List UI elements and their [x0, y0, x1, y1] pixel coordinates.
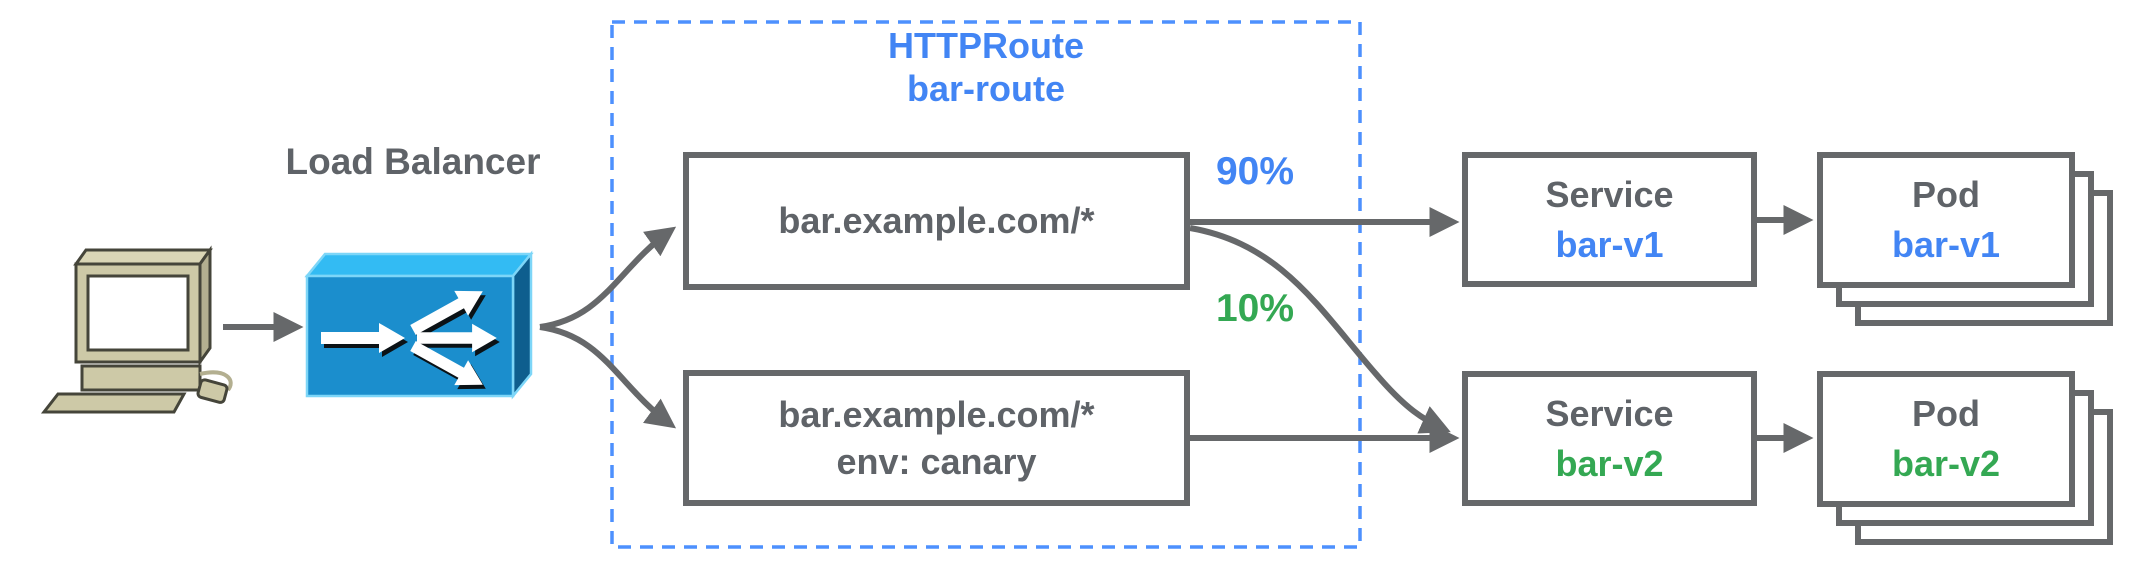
pod-2-kind: Pod	[1912, 393, 1980, 434]
desktop-computer-icon	[40, 245, 233, 414]
route-rule-2-match: bar.example.com/*	[778, 394, 1095, 435]
route-rule-1-box: bar.example.com/*	[683, 152, 1190, 290]
route-rule-1-match: bar.example.com/*	[778, 200, 1095, 241]
service-bar-v2-box: Service bar-v2	[1462, 371, 1757, 506]
pod-1-kind: Pod	[1912, 174, 1980, 215]
monitor-screen	[86, 274, 190, 352]
weight-90-label: 90%	[1215, 150, 1295, 193]
service-2-kind: Service	[1545, 392, 1674, 434]
load-balancer-fanout-icon	[304, 250, 534, 402]
service-1-kind: Service	[1545, 173, 1674, 215]
httproute-name: bar-route	[906, 68, 1065, 109]
service-bar-v1-box: Service bar-v1	[1462, 152, 1757, 287]
mouse	[196, 378, 229, 404]
weight-10-label: 10%	[1215, 287, 1295, 330]
service-2-name: bar-v2	[1555, 442, 1664, 484]
httproute-dashed-box	[610, 20, 1362, 549]
httproute-kind: HTTPRoute	[888, 25, 1084, 66]
pod-bar-v1-box: Pod bar-v1	[1817, 152, 2075, 288]
edge-lb-to-rule1	[539, 226, 677, 330]
route-rule-2-header-match: env: canary	[836, 441, 1037, 482]
httproute-title: HTTPRoute bar-route	[826, 24, 1146, 110]
mouse-cable	[199, 370, 233, 392]
pod-2-name: bar-v2	[1891, 443, 2001, 484]
edge-rule1-to-service2-10	[1189, 225, 1451, 434]
service-1-name: bar-v1	[1555, 223, 1664, 265]
pod-1-name: bar-v1	[1891, 224, 2001, 265]
edge-lb-to-rule2	[539, 324, 677, 429]
keyboard	[40, 392, 187, 414]
route-rule-2-box: bar.example.com/* env: canary	[683, 370, 1190, 506]
load-balancer-label: Load Balancer	[285, 141, 541, 182]
pod-bar-v2-box: Pod bar-v2	[1817, 371, 2075, 507]
